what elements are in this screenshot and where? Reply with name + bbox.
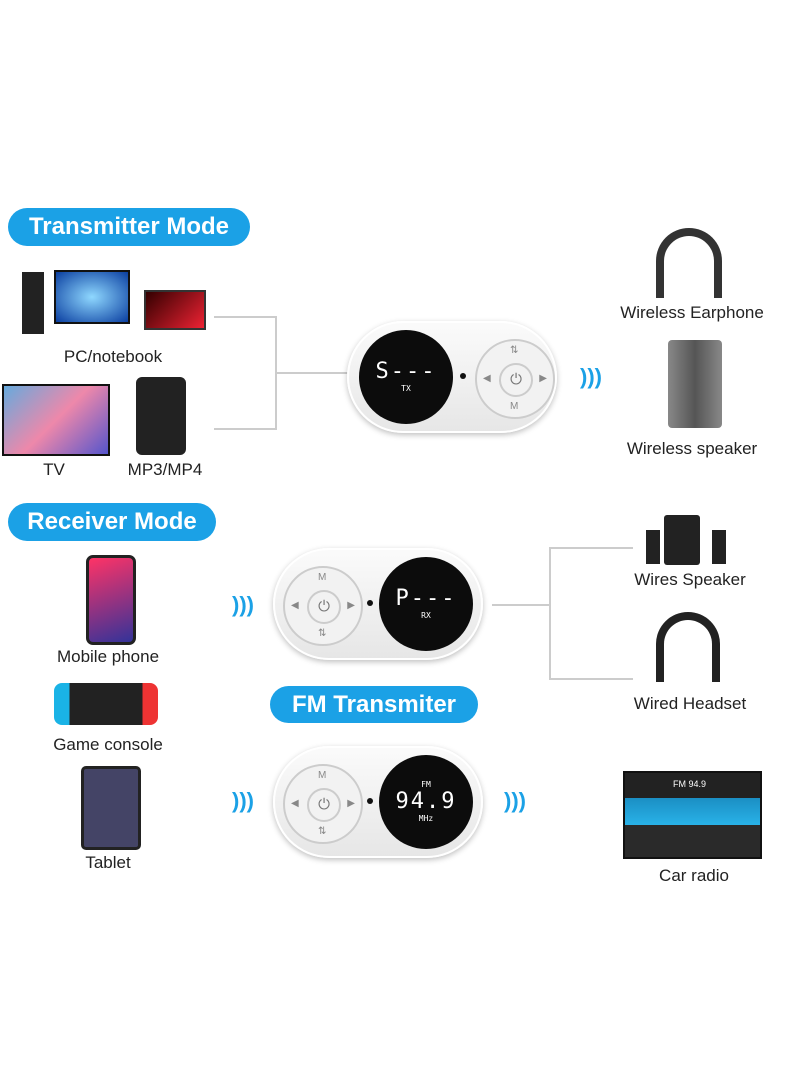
control-pad: ⏻ M ⇅ ◀ ▶ (283, 566, 363, 646)
cable (275, 372, 350, 374)
transmitter-mode-badge: Transmitter Mode (8, 208, 250, 246)
switch-icon: ⇅ (318, 628, 327, 639)
switch-icon: ⇅ (510, 345, 519, 356)
cable (549, 547, 551, 679)
satellite-speaker-image (646, 530, 660, 564)
indicator-light (460, 373, 466, 379)
receiver-device: ⏻ M ⇅ ◀ ▶ P---RX (273, 548, 483, 660)
satellite-speaker-image (712, 530, 726, 564)
prev-icon: ◀ (483, 373, 491, 384)
cable (549, 678, 633, 680)
display-text: 94.9 (395, 788, 457, 814)
label-pc-notebook: PC/notebook (63, 347, 163, 366)
mode-icon: M (318, 770, 327, 781)
car-radio-frequency: FM 94.9 (673, 779, 707, 789)
display-text: P--- (395, 586, 457, 612)
power-icon: ⏻ (499, 363, 533, 397)
mp3-player-image (136, 377, 186, 455)
device-display: P---RX (379, 557, 473, 651)
label-game-console: Game console (53, 735, 163, 754)
tablet-image (81, 766, 141, 850)
label-car-radio: Car radio (659, 866, 729, 885)
display-unit: MHz (418, 814, 434, 824)
display-tag: TX (401, 384, 411, 394)
label-wires-speaker: Wires Speaker (634, 570, 746, 589)
display-text: S--- (375, 359, 437, 385)
wired-headset-image (656, 612, 720, 682)
indicator-light (367, 600, 373, 606)
control-pad: ⏻ ⇅ M ◀ ▶ (475, 339, 555, 419)
car-radio-image: FM 94.9 (623, 771, 762, 859)
tv-image (2, 384, 110, 456)
power-icon: ⏻ (307, 590, 341, 624)
wireless-signal-icon: ))) (232, 788, 254, 813)
device-display: S---TX (359, 330, 453, 424)
phone-image (86, 555, 136, 645)
next-icon: ▶ (347, 600, 355, 611)
headphones-image (656, 228, 722, 298)
game-console-image (54, 683, 158, 725)
speaker-image (668, 340, 722, 428)
mode-icon: M (510, 401, 519, 412)
cable (492, 604, 550, 606)
cable (214, 428, 276, 430)
receiver-mode-badge: Receiver Mode (8, 503, 216, 541)
display-tag: FM (421, 780, 431, 790)
label-wireless-earphone: Wireless Earphone (620, 303, 764, 322)
monitor-image (54, 270, 130, 324)
wireless-signal-icon: ))) (580, 364, 602, 389)
label-tablet: Tablet (85, 853, 131, 872)
wireless-signal-icon: ))) (232, 592, 254, 617)
label-mobile-phone: Mobile phone (56, 647, 160, 666)
label-tv: TV (43, 460, 65, 479)
prev-icon: ◀ (291, 798, 299, 809)
transmitter-device: S---TX ⏻ ⇅ M ◀ ▶ (347, 321, 557, 433)
label-wired-headset: Wired Headset (633, 694, 747, 713)
fm-transmitter-badge: FM Transmiter (270, 686, 478, 723)
laptop-image (144, 290, 206, 330)
next-icon: ▶ (539, 373, 547, 384)
control-pad: ⏻ M ⇅ ◀ ▶ (283, 764, 363, 844)
cable (549, 547, 633, 549)
pc-tower-image (22, 272, 44, 334)
indicator-light (367, 798, 373, 804)
power-icon: ⏻ (307, 788, 341, 822)
prev-icon: ◀ (291, 600, 299, 611)
cable (214, 316, 276, 318)
next-icon: ▶ (347, 798, 355, 809)
mode-icon: M (318, 572, 327, 583)
label-wireless-speaker: Wireless speaker (626, 439, 758, 458)
wireless-signal-icon: ))) (504, 788, 526, 813)
display-tag: RX (421, 611, 431, 621)
speaker-system-image (664, 515, 700, 565)
switch-icon: ⇅ (318, 826, 327, 837)
label-mp3-mp4: MP3/MP4 (127, 460, 203, 479)
